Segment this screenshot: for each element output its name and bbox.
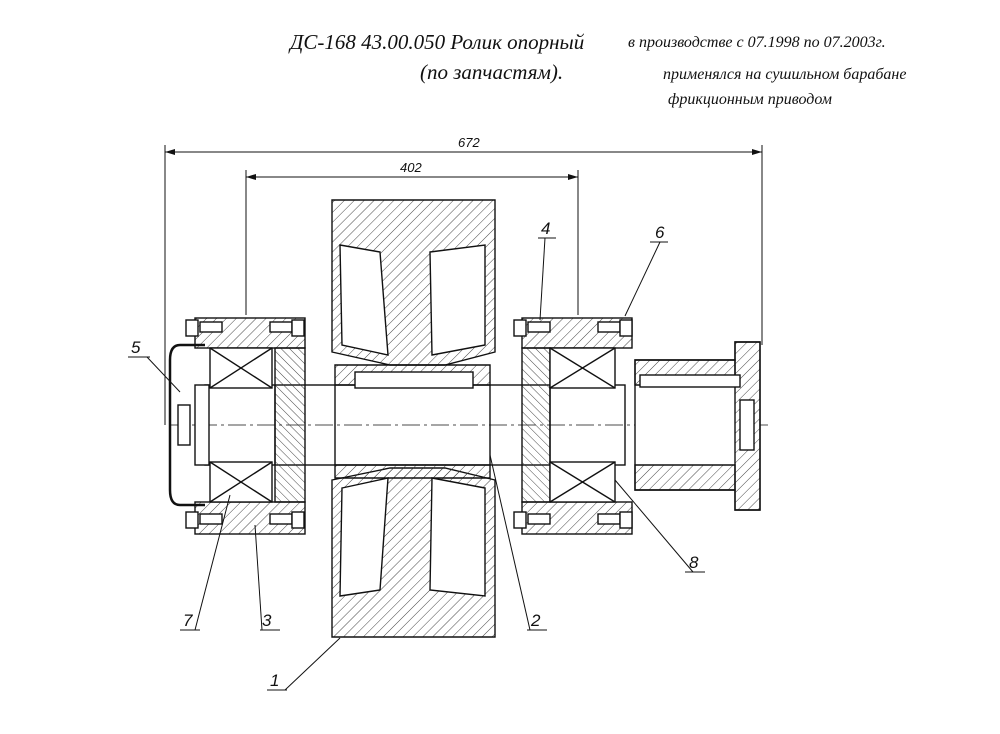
coupling-hub [634, 341, 761, 511]
left-bearing [209, 347, 273, 503]
production-note-line-1: в производстве с 07.1998 по 07.2003г. [628, 34, 886, 51]
dimension-inner [245, 170, 579, 315]
left-cover [168, 343, 210, 507]
part-label-1: 1 [270, 671, 279, 690]
roller-wheel [331, 199, 496, 638]
part-label-5: 5 [131, 338, 141, 357]
part-label-3: 3 [262, 611, 272, 630]
part-label-7: 7 [183, 611, 193, 630]
left-bearing-housing [185, 317, 306, 535]
production-note-line-3: фрикционным приводом [668, 91, 832, 108]
dimension-overall-value: 672 [458, 135, 480, 150]
part-label-2: 2 [530, 611, 541, 630]
right-bearing-housing [513, 317, 633, 535]
dimension-inner-value: 402 [400, 160, 422, 175]
drawing-subtitle: (по запчастям). [420, 60, 564, 84]
part-label-8: 8 [689, 553, 699, 572]
drawing-title: ДС-168 43.00.050 Ролик опорный [290, 30, 585, 54]
part-label-4: 4 [541, 219, 550, 238]
production-note-line-2: применялся на сушильном барабане [663, 66, 907, 83]
part-label-6: 6 [655, 223, 665, 242]
right-bearing [549, 347, 616, 503]
leader-lines [128, 237, 705, 691]
dimension-overall [164, 145, 763, 425]
